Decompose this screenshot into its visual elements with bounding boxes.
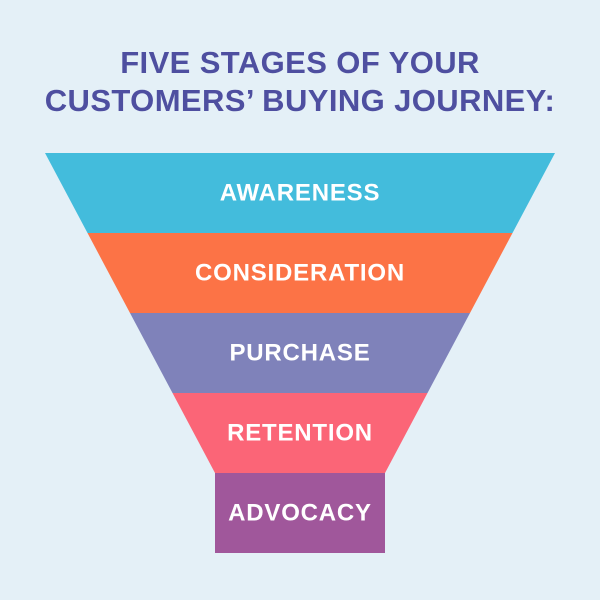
page-title-line-2: CUSTOMERS’ BUYING JOURNEY: bbox=[44, 83, 556, 118]
funnel-band-label-consideration: CONSIDERATION bbox=[195, 259, 405, 286]
funnel-band-label-awareness: AWARENESS bbox=[220, 179, 381, 206]
funnel-band-label-advocacy: ADVOCACY bbox=[228, 499, 372, 526]
funnel-labels-group: AWARENESS CONSIDERATION PURCHASE RETENTION A… bbox=[195, 179, 405, 526]
page-title-line-1: FIVE STAGES OF YOUR bbox=[120, 45, 480, 80]
funnel-bands-group bbox=[45, 153, 555, 553]
funnel-band-advocacy[interactable] bbox=[215, 473, 385, 553]
funnel-band-retention[interactable] bbox=[172, 393, 428, 473]
page-title: FIVE STAGES OF YOUR CUSTOMERS’ BUYING JO… bbox=[0, 44, 600, 120]
funnel-band-consideration[interactable] bbox=[87, 233, 513, 313]
funnel-band-label-purchase: PURCHASE bbox=[229, 339, 370, 366]
funnel-band-purchase[interactable] bbox=[130, 313, 470, 393]
funnel-band-label-retention: RETENTION bbox=[227, 419, 373, 446]
funnel-band-awareness[interactable] bbox=[45, 153, 555, 233]
